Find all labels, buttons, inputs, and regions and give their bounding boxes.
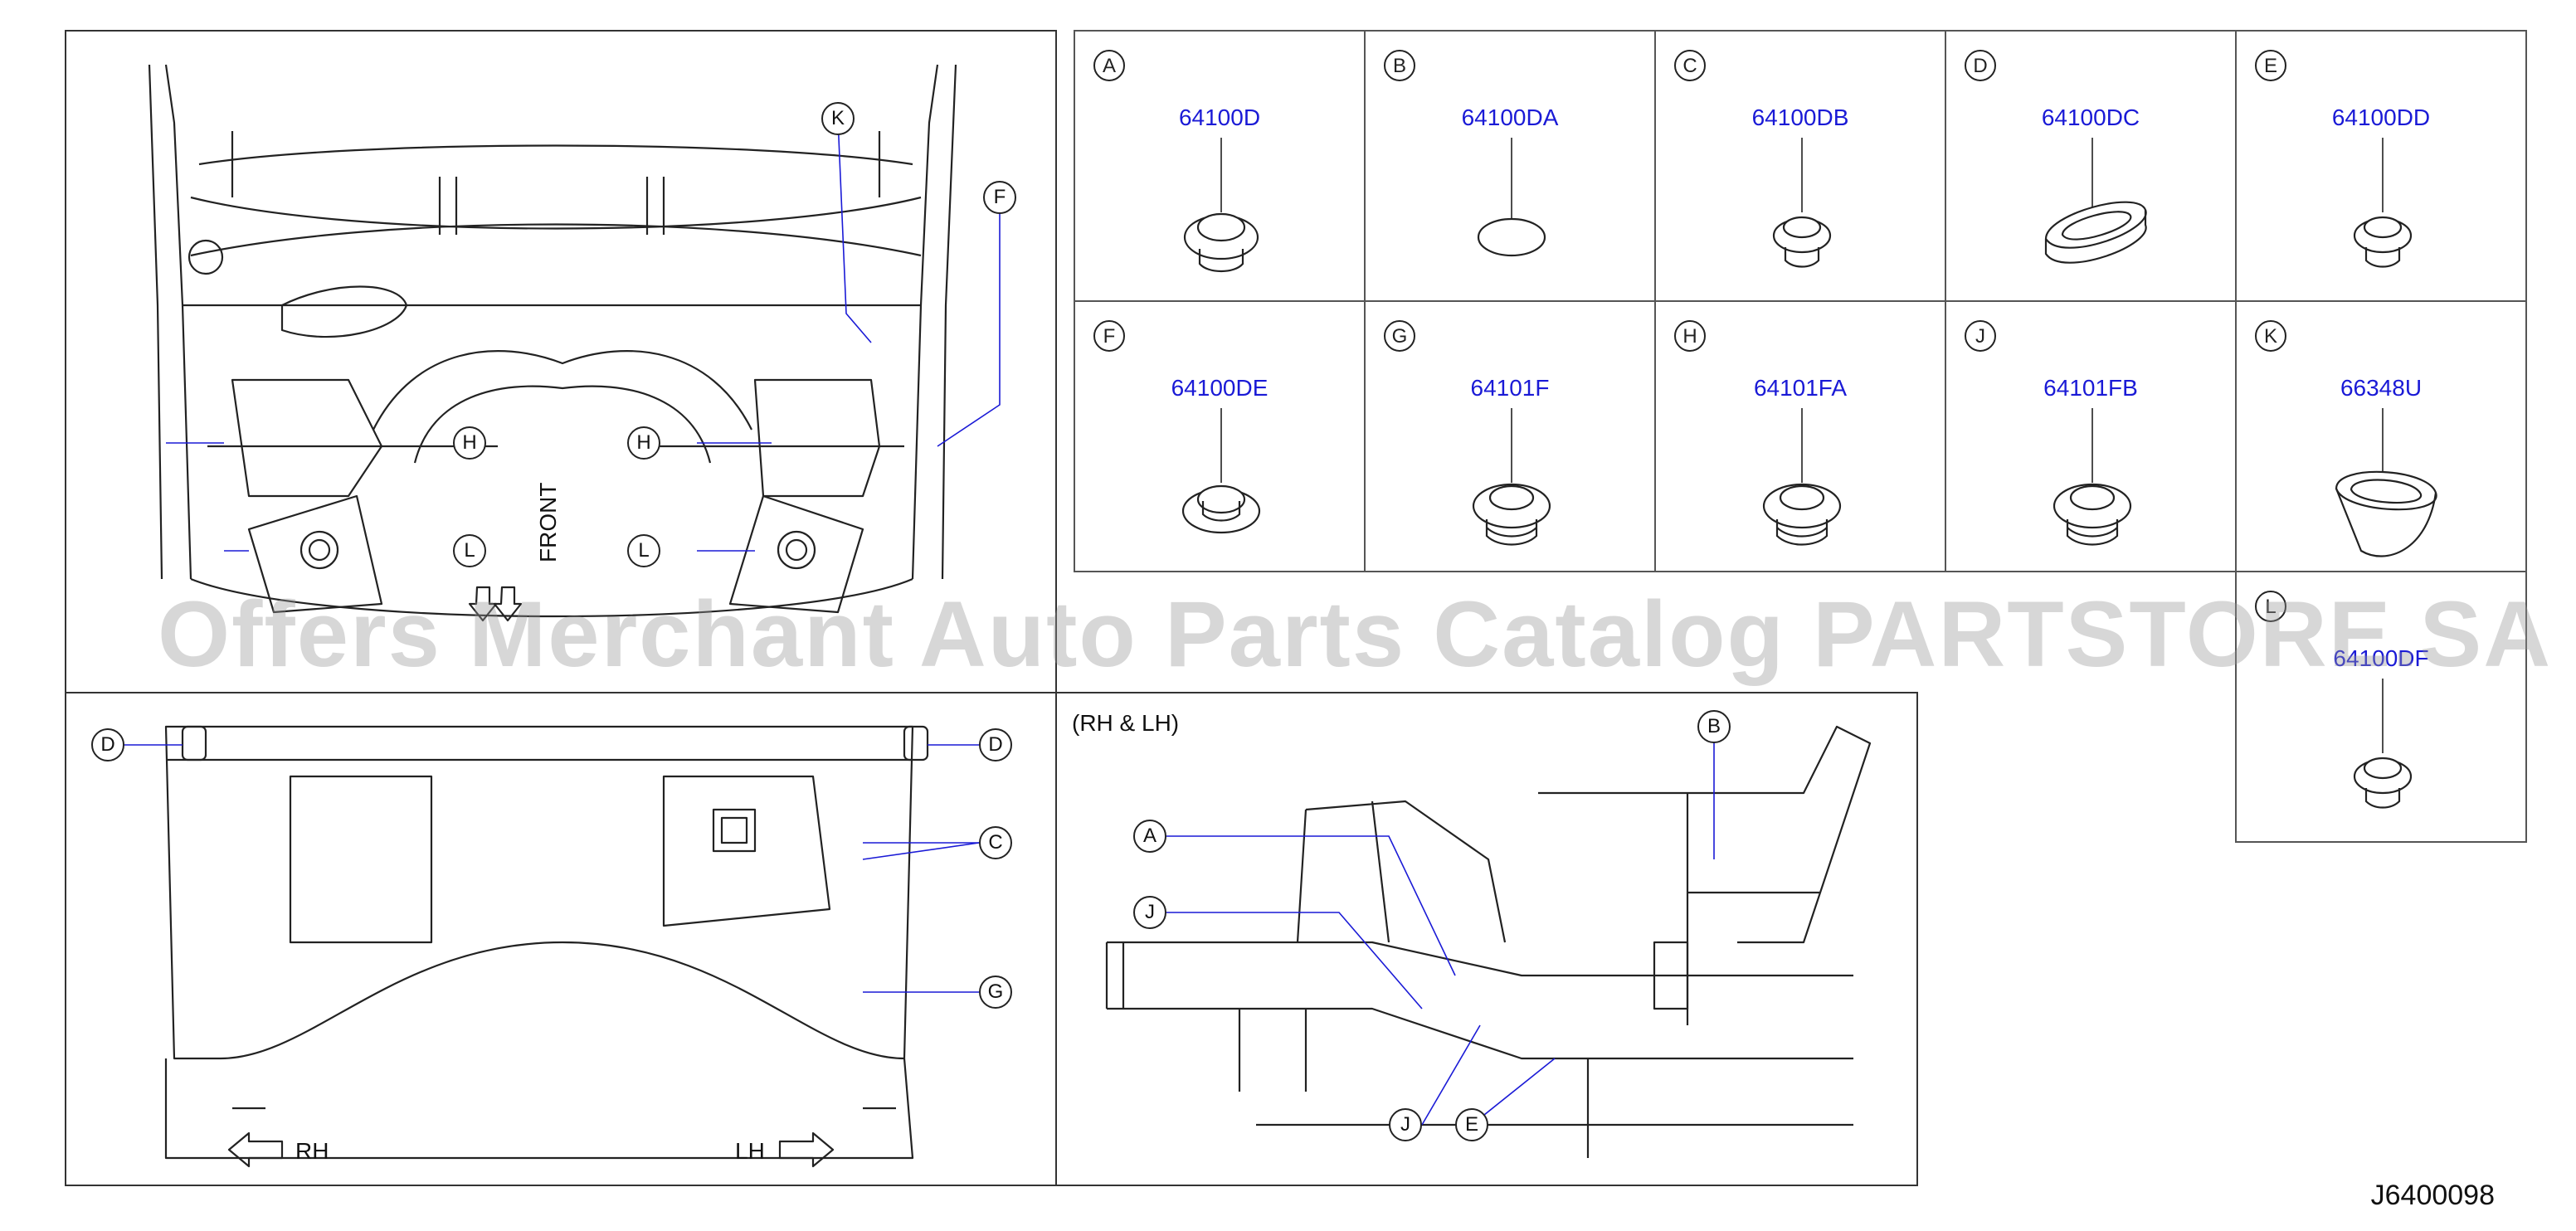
callout-e: E bbox=[1455, 1108, 1488, 1141]
side-member-view: (RH & LH) bbox=[1055, 692, 1918, 1186]
part-number: 64100DF bbox=[2333, 645, 2429, 671]
part-number: 64101F bbox=[1470, 375, 1550, 401]
callout-b: B bbox=[1697, 710, 1731, 743]
callout-f: F bbox=[983, 181, 1016, 214]
part-number: 64100DE bbox=[1171, 375, 1269, 401]
legend-letter: K bbox=[2255, 320, 2286, 352]
legend-cell-f: F 64100DE bbox=[1074, 300, 1366, 572]
legend-letter: J bbox=[1965, 320, 1996, 352]
callout-h-left: H bbox=[453, 426, 486, 460]
diagram-code: J6400098 bbox=[2370, 1180, 2495, 1211]
legend-letter: L bbox=[2255, 591, 2286, 622]
part-number: 64100DB bbox=[1751, 105, 1849, 130]
legend-cell-c: C 64100DB bbox=[1654, 30, 1946, 302]
legend-letter: D bbox=[1965, 50, 1996, 81]
legend-cell-b: B 64100DA bbox=[1364, 30, 1656, 302]
side-view-title: (RH & LH) bbox=[1072, 710, 1180, 736]
legend-letter: C bbox=[1674, 50, 1706, 81]
legend-cell-d: D 64100DC bbox=[1945, 30, 2237, 302]
legend-letter: F bbox=[1093, 320, 1125, 352]
callout-d-right: D bbox=[979, 728, 1012, 761]
part-number: 66348U bbox=[2340, 375, 2423, 401]
front-structure-view: FRONT K F H H L L bbox=[65, 30, 1057, 693]
rh-label: RH bbox=[295, 1138, 329, 1164]
callout-c: C bbox=[979, 826, 1012, 859]
legend-letter: E bbox=[2255, 50, 2286, 81]
part-number: 64101FA bbox=[1753, 375, 1848, 401]
legend-cell-g: G 64101F bbox=[1364, 300, 1656, 572]
legend-cell-j: J 64101FB bbox=[1945, 300, 2237, 572]
legend-letter: A bbox=[1093, 50, 1125, 81]
part-number: 64100D bbox=[1178, 105, 1261, 130]
legend-cell-a: A 64100D bbox=[1074, 30, 1366, 302]
callout-a: A bbox=[1133, 820, 1166, 853]
legend-cell-l: L 64100DF bbox=[2235, 571, 2527, 843]
part-number: 64101FB bbox=[2043, 375, 2138, 401]
legend-letter: H bbox=[1674, 320, 1706, 352]
legend-letter: B bbox=[1384, 50, 1415, 81]
callout-h-right: H bbox=[627, 426, 660, 460]
legend-letter: G bbox=[1384, 320, 1415, 352]
part-number: 64100DC bbox=[2041, 105, 2140, 130]
callout-g: G bbox=[979, 976, 1012, 1009]
callout-l-left: L bbox=[453, 534, 486, 567]
front-label: FRONT bbox=[535, 483, 561, 562]
part-number: 64100DD bbox=[2331, 105, 2431, 130]
dash-panel-view: RH LH D D C G bbox=[65, 692, 1057, 1186]
dash-panel-drawing: RH LH bbox=[114, 725, 980, 1168]
legend-cell-h: H 64101FA bbox=[1654, 300, 1946, 572]
callout-j-upper: J bbox=[1133, 896, 1166, 929]
callout-d-left: D bbox=[91, 728, 124, 761]
part-number: 64100DA bbox=[1461, 105, 1559, 130]
callout-k: K bbox=[821, 102, 855, 135]
watermark: Offers Merchant Auto Parts Catalog PARTS… bbox=[158, 582, 2553, 686]
legend-cell-e: E 64100DD bbox=[2235, 30, 2527, 302]
callout-l-right: L bbox=[627, 534, 660, 567]
callout-j-lower: J bbox=[1389, 1108, 1422, 1141]
front-structure-drawing: FRONT bbox=[148, 64, 1001, 622]
side-member-drawing bbox=[1105, 725, 1872, 1158]
legend-cell-k: K 66348U bbox=[2235, 300, 2527, 572]
lh-label: LH bbox=[735, 1138, 765, 1164]
